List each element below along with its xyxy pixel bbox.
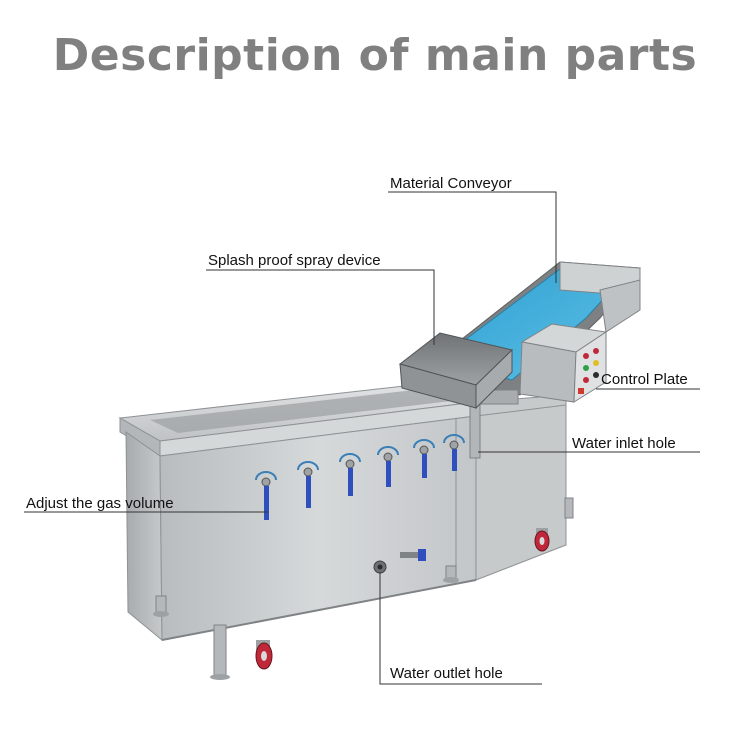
leader-material-conveyor: [388, 191, 557, 283]
label-water-outlet-hole: Water outlet hole: [390, 665, 503, 682]
air-valve-1: [255, 471, 277, 520]
air-valve-6: [443, 434, 465, 471]
washing-tank: [118, 381, 574, 680]
label-adjust-gas-volume: Adjust the gas volume: [26, 495, 174, 512]
leader-water-outlet: [379, 572, 542, 685]
air-valve-2: [297, 461, 319, 508]
leader-splash-proof: [206, 269, 435, 345]
splash-proof-spray-device: [398, 332, 514, 410]
caster-wheel-rear: [534, 528, 550, 552]
air-valve-4: [377, 446, 399, 487]
leader-lines: [24, 191, 700, 685]
air-valve-3: [339, 453, 361, 496]
page-title: Description of main parts: [52, 30, 698, 81]
label-control-plate: Control Plate: [601, 371, 688, 388]
water-outlet: [373, 549, 426, 574]
label-water-inlet-hole: Water inlet hole: [572, 435, 676, 452]
label-material-conveyor: Material Conveyor: [390, 175, 512, 192]
label-splash-proof-spray-device: Splash proof spray device: [208, 252, 381, 269]
air-valve-5: [413, 439, 435, 478]
air-valves: [255, 434, 465, 520]
caster-wheel-front: [255, 640, 273, 670]
control-box: [519, 323, 608, 403]
